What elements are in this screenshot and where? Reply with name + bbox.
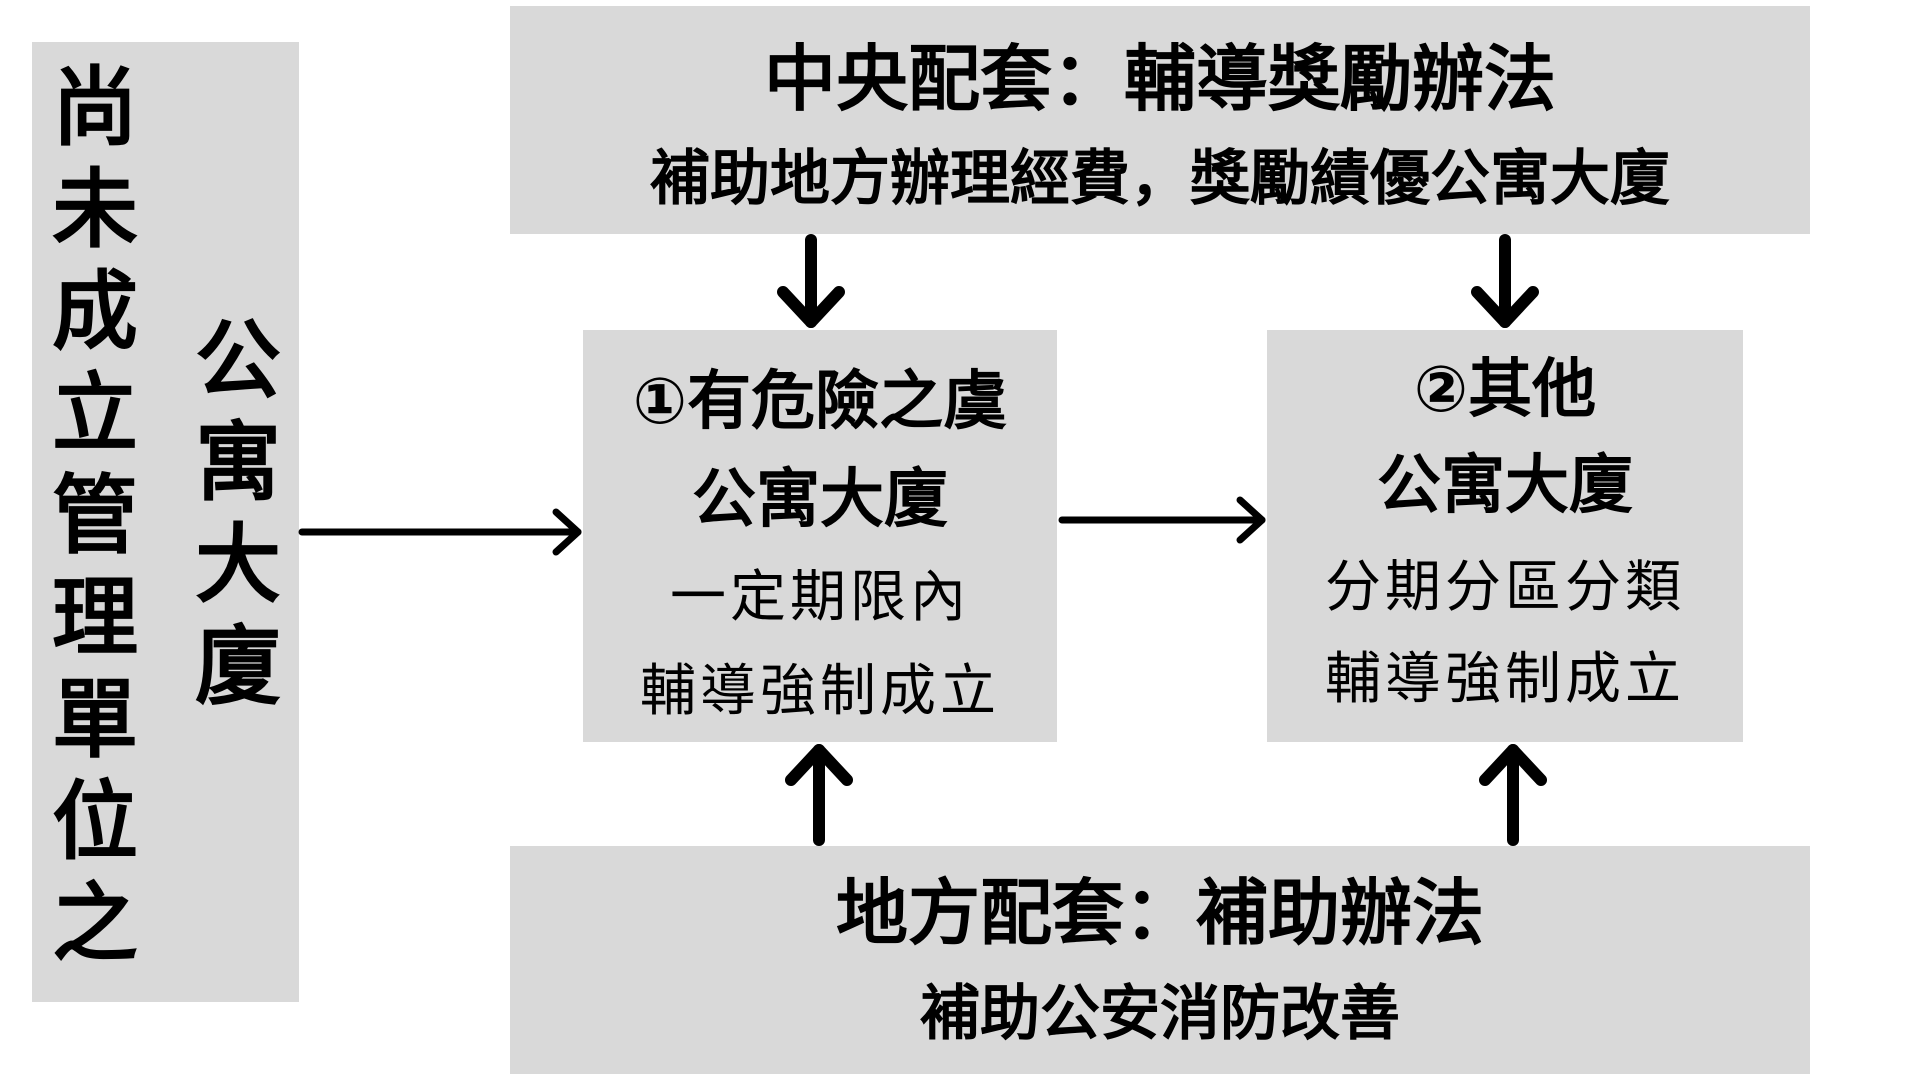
vertical-char: 立 (52, 364, 138, 464)
local-support-title: 地方配套：補助辦法 (835, 871, 1484, 955)
vertical-char: 廈 (195, 617, 281, 717)
vertical-char: 之 (52, 874, 138, 974)
box1-detail-2: 輔導強制成立 (640, 659, 1000, 724)
arrow-box1-to-box2 (1058, 496, 1266, 544)
vertical-text-column-2: 公 寓 大 廈 (188, 310, 288, 718)
vertical-char: 成 (52, 262, 138, 362)
box1-detail-1: 一定期限內 (670, 565, 970, 630)
box1-heading-2: 公寓大廈 (692, 463, 948, 537)
central-support-title: 中央配套：輔導獎勵辦法 (763, 37, 1556, 121)
box2-heading-2: 公寓大廈 (1377, 449, 1633, 523)
local-support-subtitle: 補助公安消防改善 (920, 979, 1400, 1049)
vertical-char: 未 (52, 160, 138, 260)
vertical-char: 尚 (52, 58, 138, 158)
vertical-char: 理 (52, 568, 138, 668)
vertical-char: 位 (52, 772, 138, 872)
unestablished-management-box (32, 42, 299, 1002)
vertical-text-column-1: 尚 未 成 立 管 理 單 位 之 (45, 57, 145, 975)
central-support-box: 中央配套：輔導獎勵辦法 補助地方辦理經費，獎勵績優公寓大廈 (510, 6, 1810, 234)
vertical-char: 寓 (195, 413, 281, 513)
box2-detail-1: 分期分區分類 (1325, 555, 1685, 620)
box2-detail-2: 輔導強制成立 (1325, 647, 1685, 712)
dangerous-building-box: ①有危險之虞 公寓大廈 一定期限內 輔導強制成立 (583, 330, 1057, 742)
arrow-top-to-box1 (777, 234, 845, 328)
vertical-char: 公 (195, 311, 281, 411)
arrow-left-to-box1 (298, 508, 582, 556)
arrow-top-to-box2 (1471, 234, 1539, 328)
vertical-char: 單 (52, 670, 138, 770)
local-support-box: 地方配套：補助辦法 補助公安消防改善 (510, 846, 1810, 1074)
box2-heading: ②其他 (1413, 353, 1597, 427)
box1-heading: ①有危險之虞 (632, 365, 1008, 439)
central-support-subtitle: 補助地方辦理經費，獎勵績優公寓大廈 (650, 144, 1670, 214)
arrow-bottom-to-box2 (1479, 744, 1547, 846)
vertical-char: 管 (52, 466, 138, 566)
arrow-bottom-to-box1 (785, 744, 853, 846)
other-building-box: ②其他 公寓大廈 分期分區分類 輔導強制成立 (1267, 330, 1743, 742)
vertical-char: 大 (195, 515, 281, 615)
